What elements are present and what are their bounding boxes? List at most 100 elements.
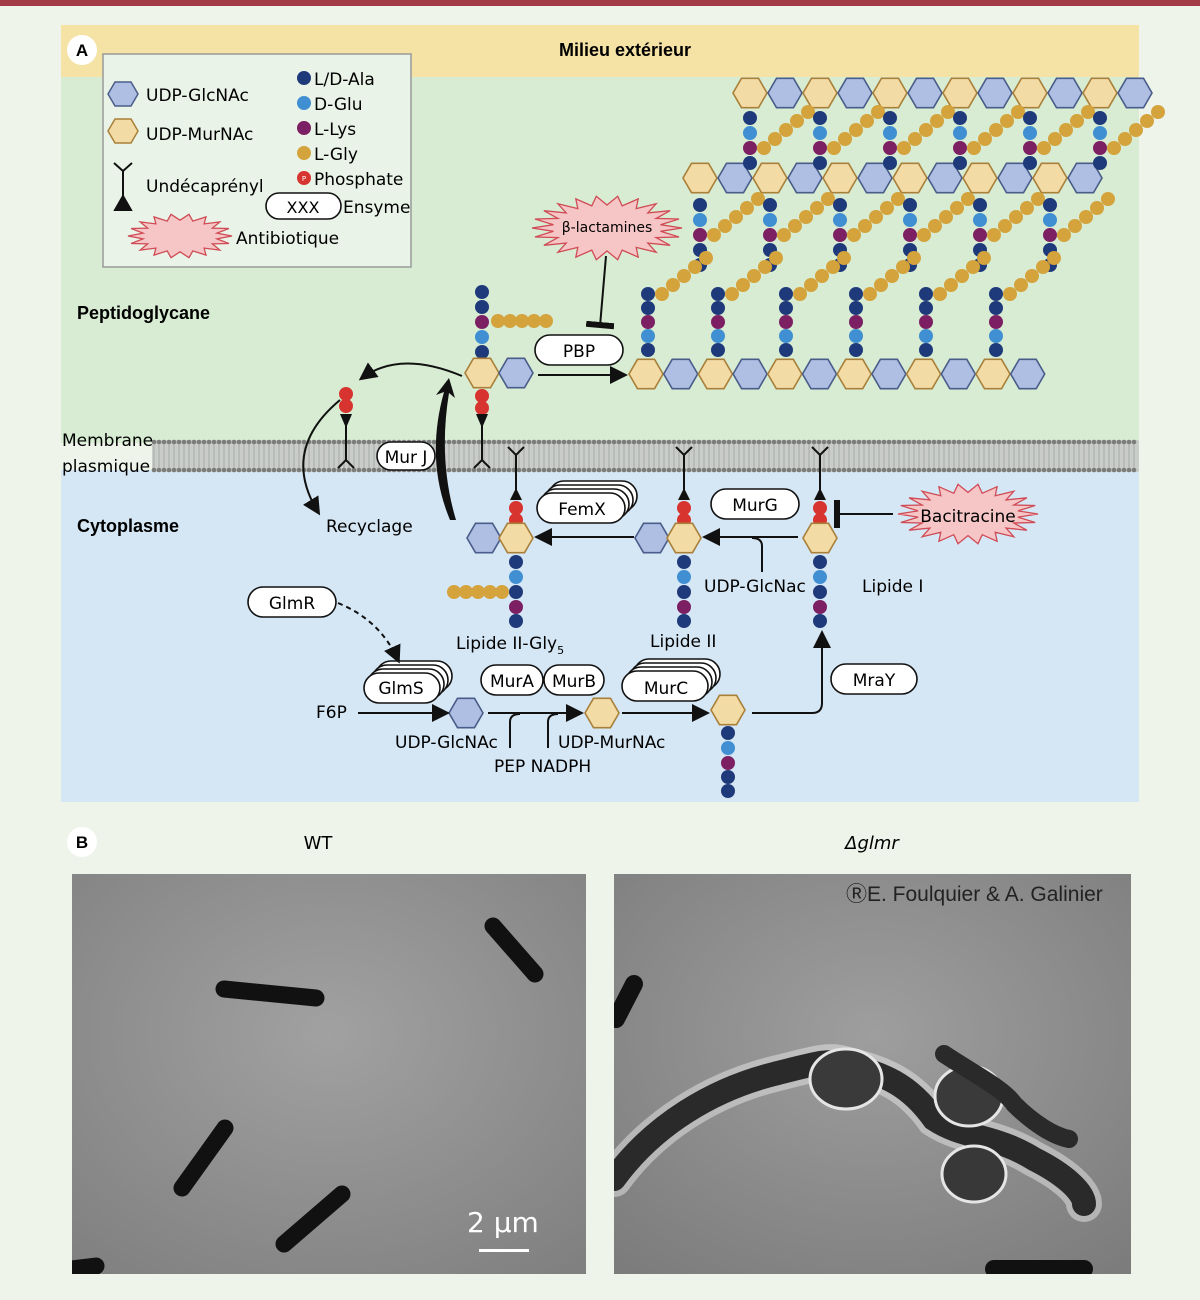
lipid-head <box>856 439 862 445</box>
glycine-bridge <box>527 314 541 328</box>
lipid-head <box>286 467 292 473</box>
lipid-head <box>966 439 972 445</box>
glycine-bridge <box>1081 105 1095 119</box>
lipid-head <box>1066 439 1072 445</box>
peptide-residue <box>475 330 489 344</box>
lipid-head <box>951 439 957 445</box>
peptide-residue <box>813 555 827 569</box>
lipid-head <box>721 467 727 473</box>
peptide-residue <box>1093 141 1107 155</box>
legend-ala-dot <box>297 71 311 85</box>
peptide-residue <box>1043 213 1057 227</box>
lipid-head <box>591 439 597 445</box>
lipid-head <box>556 439 562 445</box>
glycine-bridge <box>838 132 852 146</box>
glycine-bridge <box>961 192 975 206</box>
lipid-head <box>871 467 877 473</box>
legend-phosphate-dot <box>297 171 311 185</box>
lipid-head <box>266 439 272 445</box>
lipid-head <box>726 467 732 473</box>
peptide-residue <box>1093 156 1107 170</box>
lipid-head <box>1111 467 1117 473</box>
legend-antibiotic-icon <box>127 213 233 259</box>
peptide-residue <box>693 198 707 212</box>
glycine-bridge <box>1151 105 1165 119</box>
peptide-residue <box>509 614 523 628</box>
glcnac-hexagon <box>634 522 670 554</box>
lipid-head <box>271 467 277 473</box>
glycine-bridge <box>1009 210 1023 224</box>
peptide-residue <box>693 228 707 242</box>
lipid-head <box>951 467 957 473</box>
wt-micrograph: 2 µm <box>72 874 586 1274</box>
peptide-residue <box>721 726 735 740</box>
f6p-label: F6P <box>316 703 347 723</box>
lipid-head <box>911 467 917 473</box>
lipid-head <box>956 467 962 473</box>
lipid-head <box>731 467 737 473</box>
lipid-head <box>316 439 322 445</box>
glycine-bridge <box>928 219 942 233</box>
peptide-residue <box>641 315 655 329</box>
lipid-head <box>721 439 727 445</box>
lipid-head <box>1131 467 1137 473</box>
peptide-residue <box>989 343 1003 357</box>
glycine-bridge <box>847 228 861 242</box>
lipid-head <box>956 439 962 445</box>
lipid-head <box>601 467 607 473</box>
lipid-head <box>926 467 932 473</box>
murnac-hexagon <box>682 162 718 194</box>
lipid-head <box>961 439 967 445</box>
peptide-residue <box>813 126 827 140</box>
lipid-head <box>901 467 907 473</box>
peptide-residue <box>849 287 863 301</box>
peptide-residue <box>903 198 917 212</box>
membrane-label-line2: plasmique <box>62 457 150 477</box>
lipid-head <box>986 467 992 473</box>
lipid2-label: Lipide II <box>650 632 716 652</box>
lipid-head <box>376 467 382 473</box>
lipid-head <box>906 439 912 445</box>
glcnac-hexagon <box>837 77 873 109</box>
legend-lys-dot <box>297 121 311 135</box>
peptide-residue <box>973 228 987 242</box>
legend-udp-glcnac: UDP-GlcNAc <box>146 86 249 106</box>
peptide-residue <box>813 570 827 584</box>
lipid-head <box>761 439 767 445</box>
glycine-bridge <box>447 585 461 599</box>
lipid-head <box>456 439 462 445</box>
lipid-head <box>266 467 272 473</box>
lipid-head <box>696 439 702 445</box>
glycine-bridge <box>966 260 980 274</box>
lipid-head <box>536 439 542 445</box>
scale-bar <box>479 1249 529 1252</box>
lipid-head <box>576 467 582 473</box>
phosphate <box>813 501 827 515</box>
lipid-head <box>326 467 332 473</box>
lipid-head <box>1126 439 1132 445</box>
lipid-head <box>821 467 827 473</box>
peptide-residue <box>779 315 793 329</box>
glycine-bridge <box>810 201 824 215</box>
lipid-head <box>1086 467 1092 473</box>
lipid-head <box>206 467 212 473</box>
peptide-residue <box>779 343 793 357</box>
glycine-bridge <box>1047 251 1061 265</box>
peptide-residue <box>743 111 757 125</box>
peptide-residue <box>641 343 655 357</box>
glycine-bridge <box>539 314 553 328</box>
peptide-residue <box>919 287 933 301</box>
undecaprenyl-head <box>340 414 352 428</box>
lipid-head <box>1086 439 1092 445</box>
glycine-bridge <box>1003 287 1017 301</box>
glycine-bridge <box>874 278 888 292</box>
glycine-bridge <box>1059 123 1073 137</box>
murnac-hexagon <box>892 162 928 194</box>
lipid-head <box>786 439 792 445</box>
lipid-head <box>331 467 337 473</box>
lipid-head <box>516 467 522 473</box>
wt-cell-1 <box>215 980 325 1007</box>
peptide-residue <box>475 285 489 299</box>
lipid-head <box>171 467 177 473</box>
lipid-head <box>1071 439 1077 445</box>
